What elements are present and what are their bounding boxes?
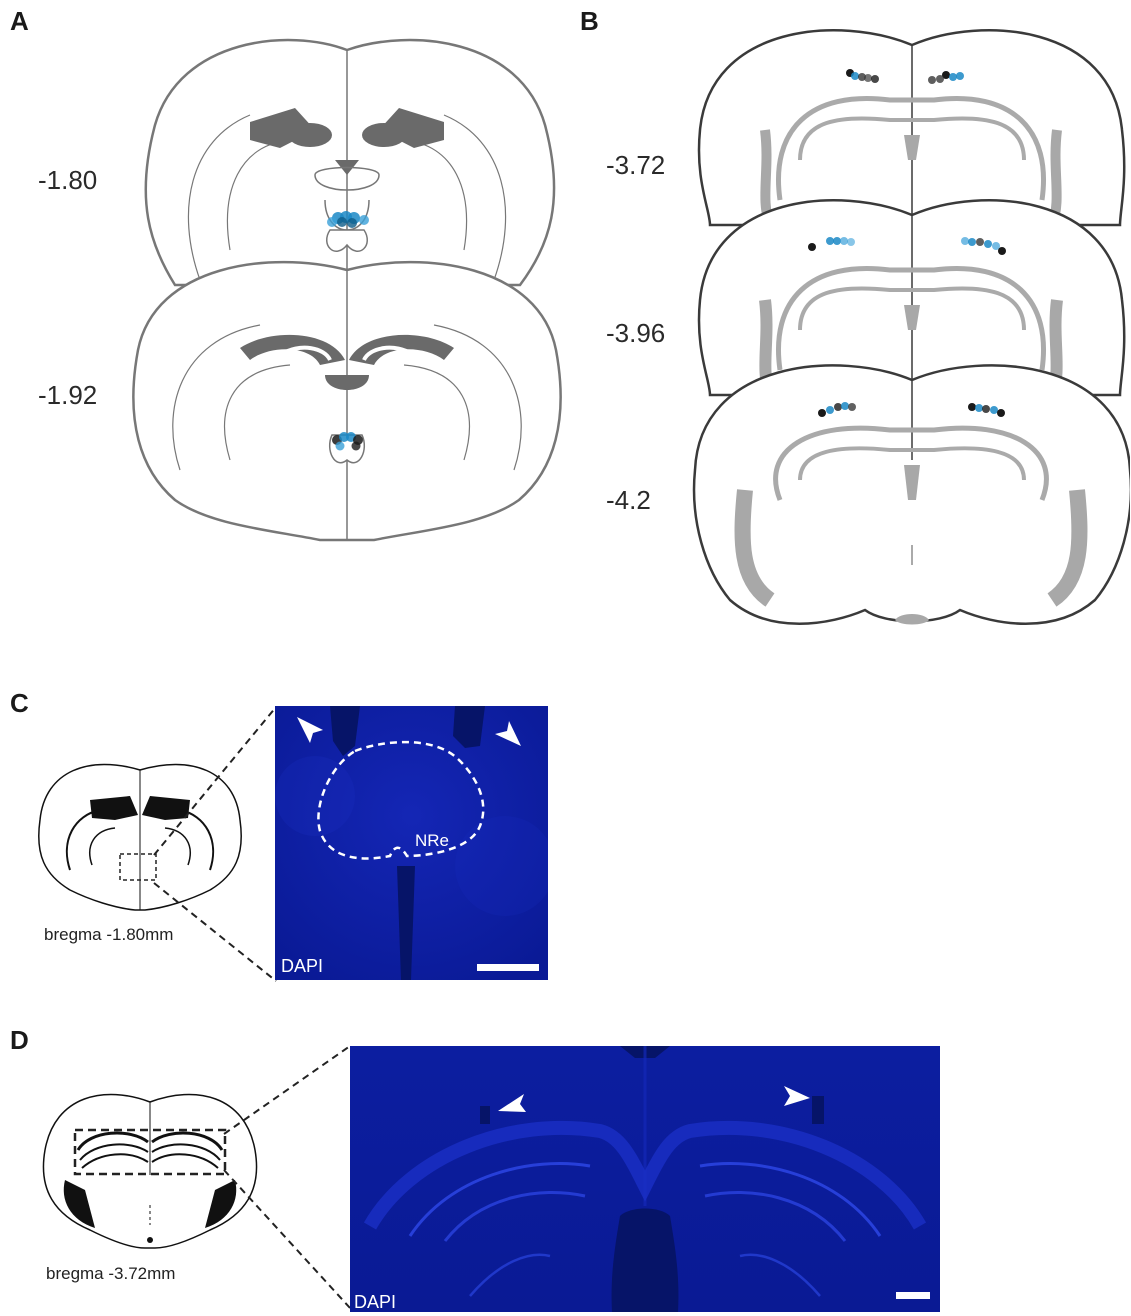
stain-label-c: DAPI — [281, 956, 323, 976]
level-label-b2: -3.96 — [606, 318, 665, 349]
panel-label-d: D — [10, 1025, 29, 1056]
level-label-b3: -4.2 — [606, 485, 651, 516]
level-label-a1: -1.80 — [38, 165, 97, 196]
scale-bar-c — [477, 964, 539, 971]
panel-label-b: B — [580, 6, 599, 37]
panel-b-atlas-sections — [690, 20, 1130, 640]
level-label-a2: -1.92 — [38, 380, 97, 411]
section-b2 — [699, 200, 1124, 395]
panel-label-c: C — [10, 688, 29, 719]
panel-c-zoom-lines — [150, 705, 280, 985]
panel-d-zoom-lines — [220, 1042, 355, 1312]
section-b1 — [699, 30, 1124, 225]
stain-label-d: DAPI — [354, 1292, 396, 1312]
panel-a-atlas-sections — [120, 30, 580, 550]
region-label-nre: NRe — [415, 831, 449, 850]
caption-d: bregma -3.72mm — [46, 1264, 175, 1284]
section-b3 — [694, 365, 1130, 624]
section-a2 — [133, 262, 560, 540]
panel-d-dapi-micrograph: DAPI — [350, 1046, 940, 1312]
panel-c-dapi-micrograph: NRe DAPI — [275, 706, 548, 980]
panel-label-a: A — [10, 6, 29, 37]
level-label-b1: -3.72 — [606, 150, 665, 181]
scale-bar-d — [896, 1292, 930, 1299]
